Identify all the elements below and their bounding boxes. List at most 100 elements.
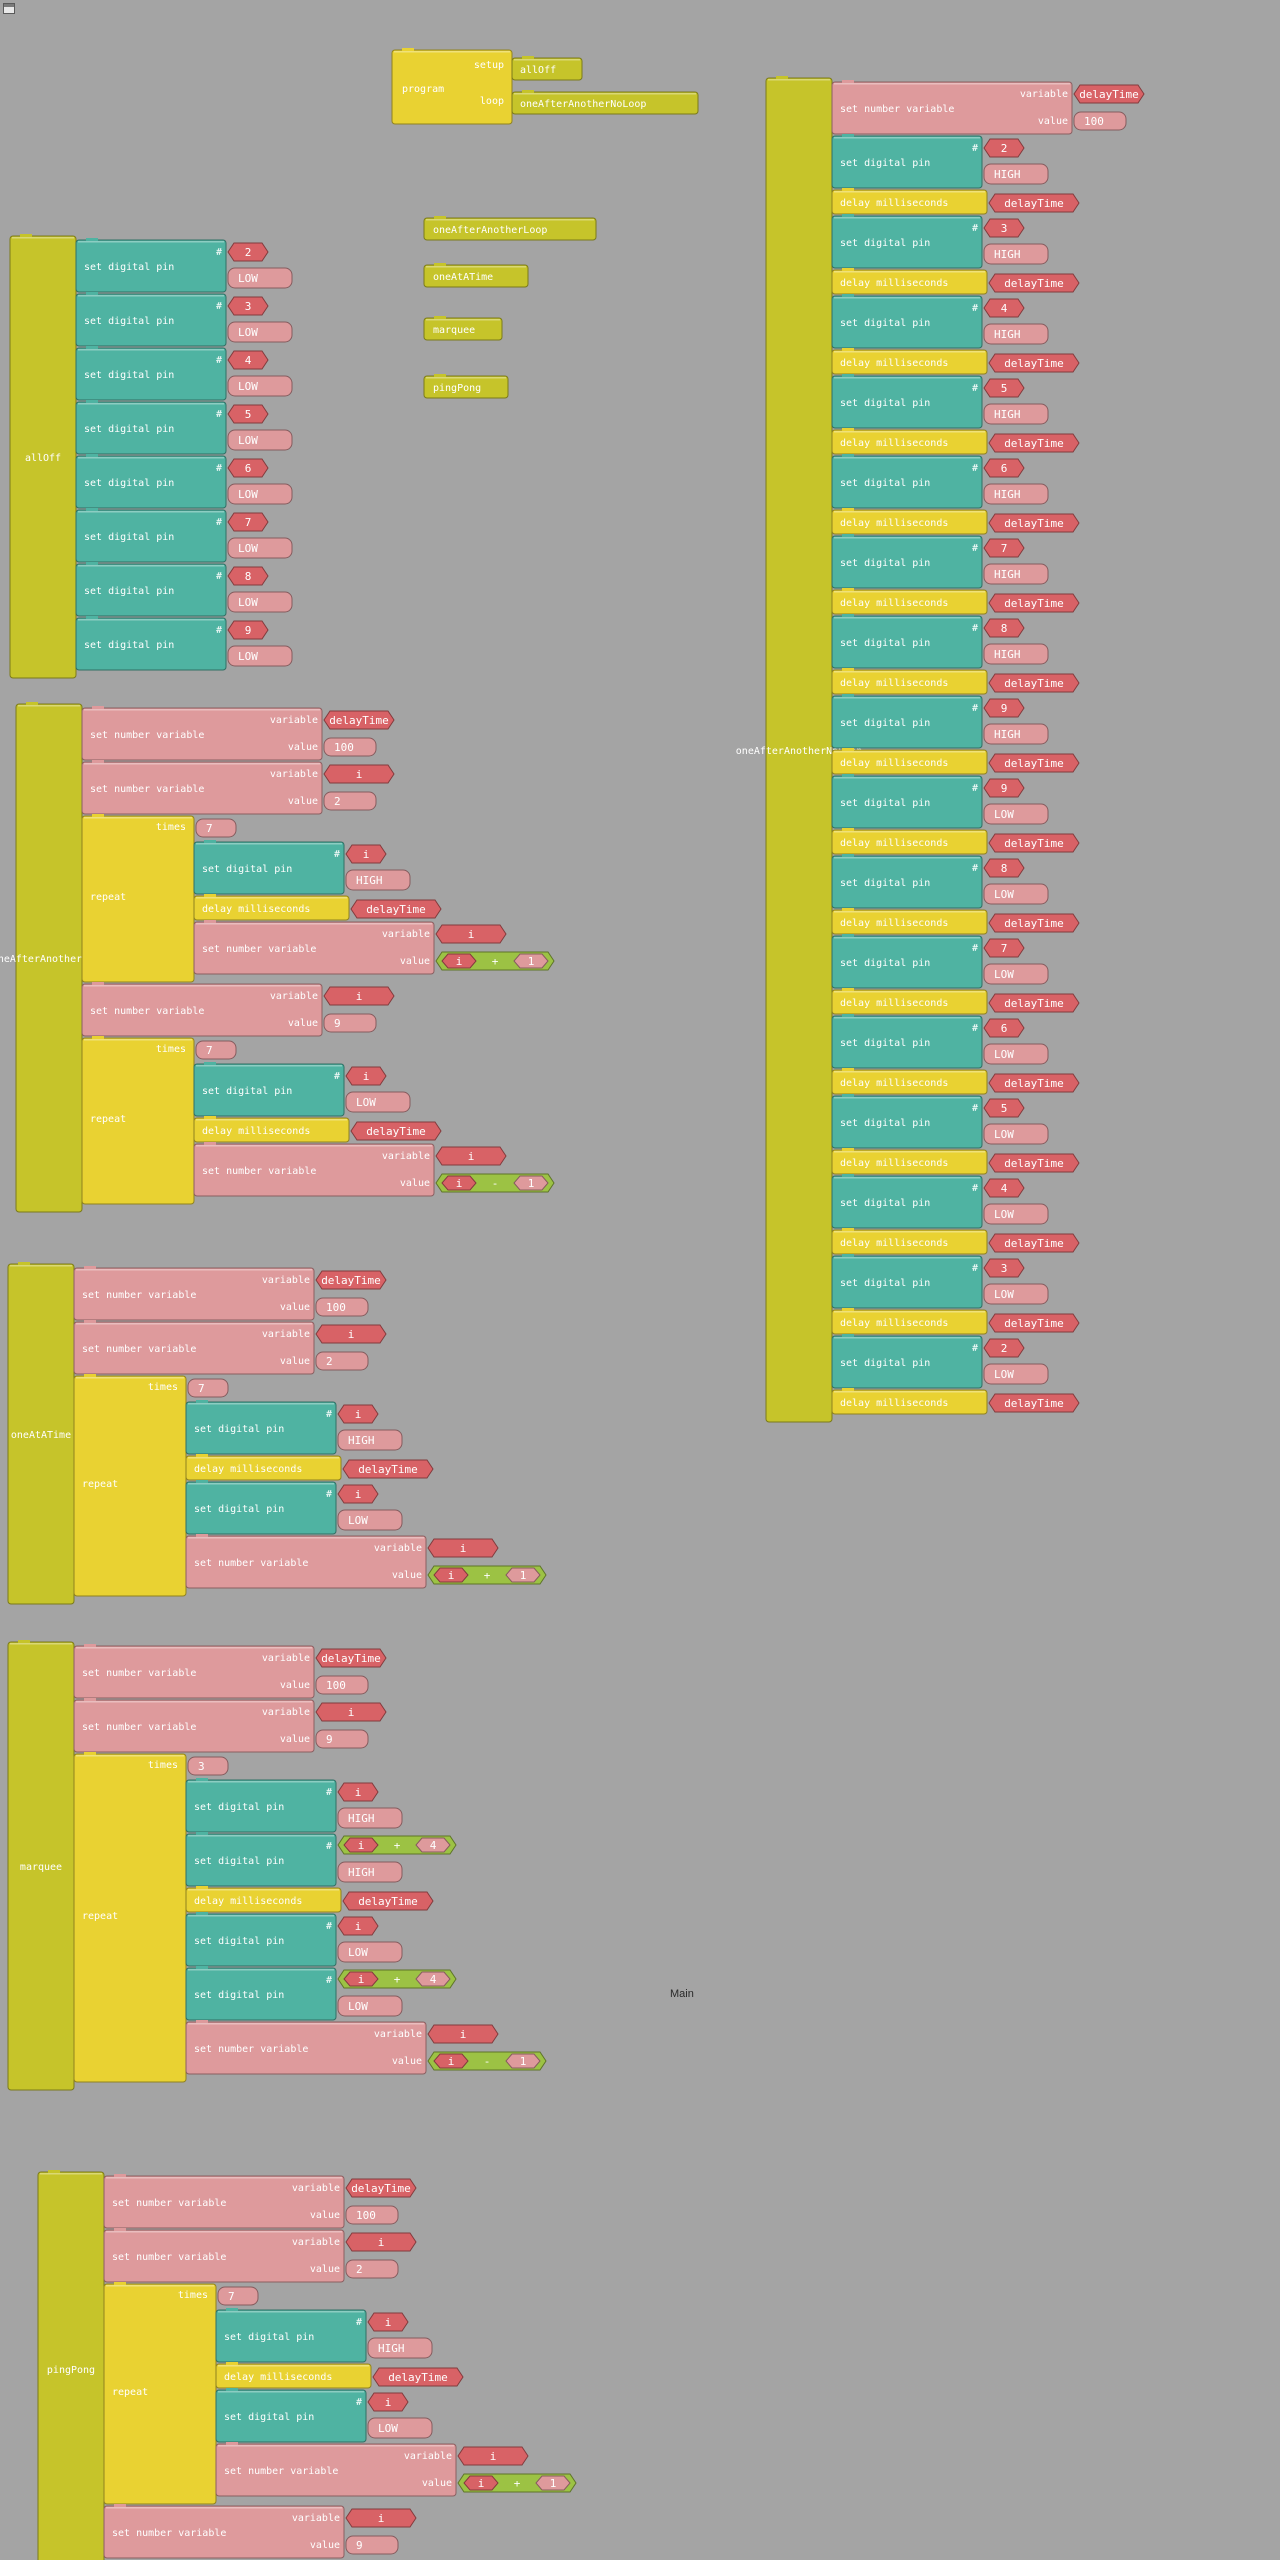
set-digital-pin-block[interactable]	[831, 1255, 983, 1309]
operand-b-slot[interactable]	[535, 2475, 571, 2491]
pin-state-slot[interactable]	[337, 1807, 403, 1829]
delay-milliseconds-block[interactable]	[831, 189, 988, 215]
number-value-slot[interactable]	[323, 737, 377, 757]
pin-state-slot[interactable]	[983, 643, 1049, 665]
pin-number-slot[interactable]	[983, 138, 1025, 158]
number-value-slot[interactable]	[315, 1297, 369, 1317]
delay-value-slot[interactable]	[988, 593, 1080, 613]
call-block-marquee[interactable]	[423, 317, 503, 341]
pin-state-slot[interactable]	[983, 243, 1049, 265]
delay-milliseconds-block[interactable]	[831, 509, 988, 535]
pin-number-slot[interactable]	[983, 858, 1025, 878]
operand-b-slot[interactable]	[513, 1175, 549, 1191]
pin-number-slot[interactable]	[983, 778, 1025, 798]
set-number-variable-block[interactable]	[193, 921, 435, 975]
variable-name-slot[interactable]	[457, 2446, 529, 2466]
set-number-variable-block[interactable]	[103, 2175, 345, 2229]
variable-name-slot[interactable]	[1073, 84, 1145, 104]
delay-value-slot[interactable]	[988, 513, 1080, 533]
pin-state-slot[interactable]	[983, 163, 1049, 185]
delay-milliseconds-block[interactable]	[831, 909, 988, 935]
set-digital-pin-block[interactable]	[75, 455, 227, 509]
delay-value-slot[interactable]	[988, 993, 1080, 1013]
variable-name-slot[interactable]	[435, 924, 507, 944]
set-number-variable-block[interactable]	[73, 1267, 315, 1321]
pin-number-slot[interactable]	[983, 1178, 1025, 1198]
delay-milliseconds-block[interactable]	[831, 1149, 988, 1175]
pin-number-slot[interactable]	[983, 698, 1025, 718]
repeat-times-slot[interactable]	[187, 1378, 229, 1398]
pin-number-slot[interactable]	[227, 620, 269, 640]
delay-value-slot[interactable]	[988, 193, 1080, 213]
number-value-slot[interactable]	[345, 2205, 399, 2225]
delay-milliseconds-block[interactable]	[831, 1069, 988, 1095]
pin-number-slot[interactable]	[227, 458, 269, 478]
operand-b-slot[interactable]	[415, 1837, 451, 1853]
pin-state-slot[interactable]	[227, 429, 293, 451]
variable-name-slot[interactable]	[323, 986, 395, 1006]
delay-milliseconds-block[interactable]	[831, 349, 988, 375]
pin-number-slot[interactable]	[367, 2312, 409, 2332]
pin-state-slot[interactable]	[983, 963, 1049, 985]
delay-milliseconds-block[interactable]	[193, 895, 350, 921]
pin-state-slot[interactable]	[337, 1509, 403, 1531]
delay-milliseconds-block[interactable]	[193, 1117, 350, 1143]
pin-state-slot[interactable]	[983, 1363, 1049, 1385]
repeat-times-slot[interactable]	[217, 2286, 259, 2306]
pin-number-slot[interactable]	[983, 458, 1025, 478]
pin-state-slot[interactable]	[337, 1941, 403, 1963]
delay-milliseconds-block[interactable]	[831, 1229, 988, 1255]
pin-state-slot[interactable]	[337, 1861, 403, 1883]
pin-state-slot[interactable]	[983, 563, 1049, 585]
set-number-variable-block[interactable]	[81, 983, 323, 1037]
pin-state-slot[interactable]	[983, 1123, 1049, 1145]
delay-value-slot[interactable]	[988, 673, 1080, 693]
operand-a-slot[interactable]	[441, 1175, 477, 1191]
set-number-variable-block[interactable]	[831, 81, 1073, 135]
pin-state-slot[interactable]	[227, 375, 293, 397]
set-digital-pin-block[interactable]	[193, 1063, 345, 1117]
delay-value-slot[interactable]	[350, 1121, 442, 1141]
operand-b-slot[interactable]	[505, 2053, 541, 2069]
pin-number-slot[interactable]	[367, 2392, 409, 2412]
set-digital-pin-block[interactable]	[75, 401, 227, 455]
operand-a-slot[interactable]	[343, 1971, 379, 1987]
pin-number-slot[interactable]	[983, 1258, 1025, 1278]
variable-name-slot[interactable]	[427, 1538, 499, 1558]
variable-name-slot[interactable]	[323, 764, 395, 784]
pin-state-slot[interactable]	[983, 1043, 1049, 1065]
set-digital-pin-block[interactable]	[831, 1335, 983, 1389]
delay-milliseconds-block[interactable]	[831, 749, 988, 775]
operand-a-slot[interactable]	[441, 953, 477, 969]
delay-milliseconds-block[interactable]	[831, 589, 988, 615]
set-digital-pin-block[interactable]	[185, 1967, 337, 2021]
delay-value-slot[interactable]	[350, 899, 442, 919]
call-block-oneAfterAnotherLoop[interactable]	[423, 217, 597, 241]
pin-number-slot[interactable]	[227, 242, 269, 262]
delay-milliseconds-block[interactable]	[831, 669, 988, 695]
number-value-slot[interactable]	[323, 1013, 377, 1033]
variable-name-slot[interactable]	[345, 2232, 417, 2252]
set-digital-pin-block[interactable]	[75, 509, 227, 563]
pin-number-slot[interactable]	[227, 512, 269, 532]
pin-state-slot[interactable]	[227, 483, 293, 505]
set-digital-pin-block[interactable]	[831, 775, 983, 829]
pin-state-slot[interactable]	[227, 267, 293, 289]
operand-b-slot[interactable]	[505, 1567, 541, 1583]
number-value-slot[interactable]	[345, 2259, 399, 2279]
set-number-variable-block[interactable]	[193, 1143, 435, 1197]
pin-state-slot[interactable]	[983, 483, 1049, 505]
pin-number-slot[interactable]	[337, 1782, 379, 1802]
variable-name-slot[interactable]	[315, 1270, 387, 1290]
set-digital-pin-block[interactable]	[831, 135, 983, 189]
set-digital-pin-block[interactable]	[185, 1401, 337, 1455]
set-digital-pin-block[interactable]	[831, 695, 983, 749]
pin-number-slot[interactable]	[227, 296, 269, 316]
procedure-oneAfterAnotherNoLoop[interactable]	[765, 77, 833, 1423]
pin-state-slot[interactable]	[983, 1283, 1049, 1305]
pin-number-slot[interactable]	[227, 350, 269, 370]
set-digital-pin-block[interactable]	[75, 617, 227, 671]
pin-number-slot[interactable]	[983, 1018, 1025, 1038]
set-digital-pin-block[interactable]	[831, 295, 983, 349]
pin-state-slot[interactable]	[345, 1091, 411, 1113]
